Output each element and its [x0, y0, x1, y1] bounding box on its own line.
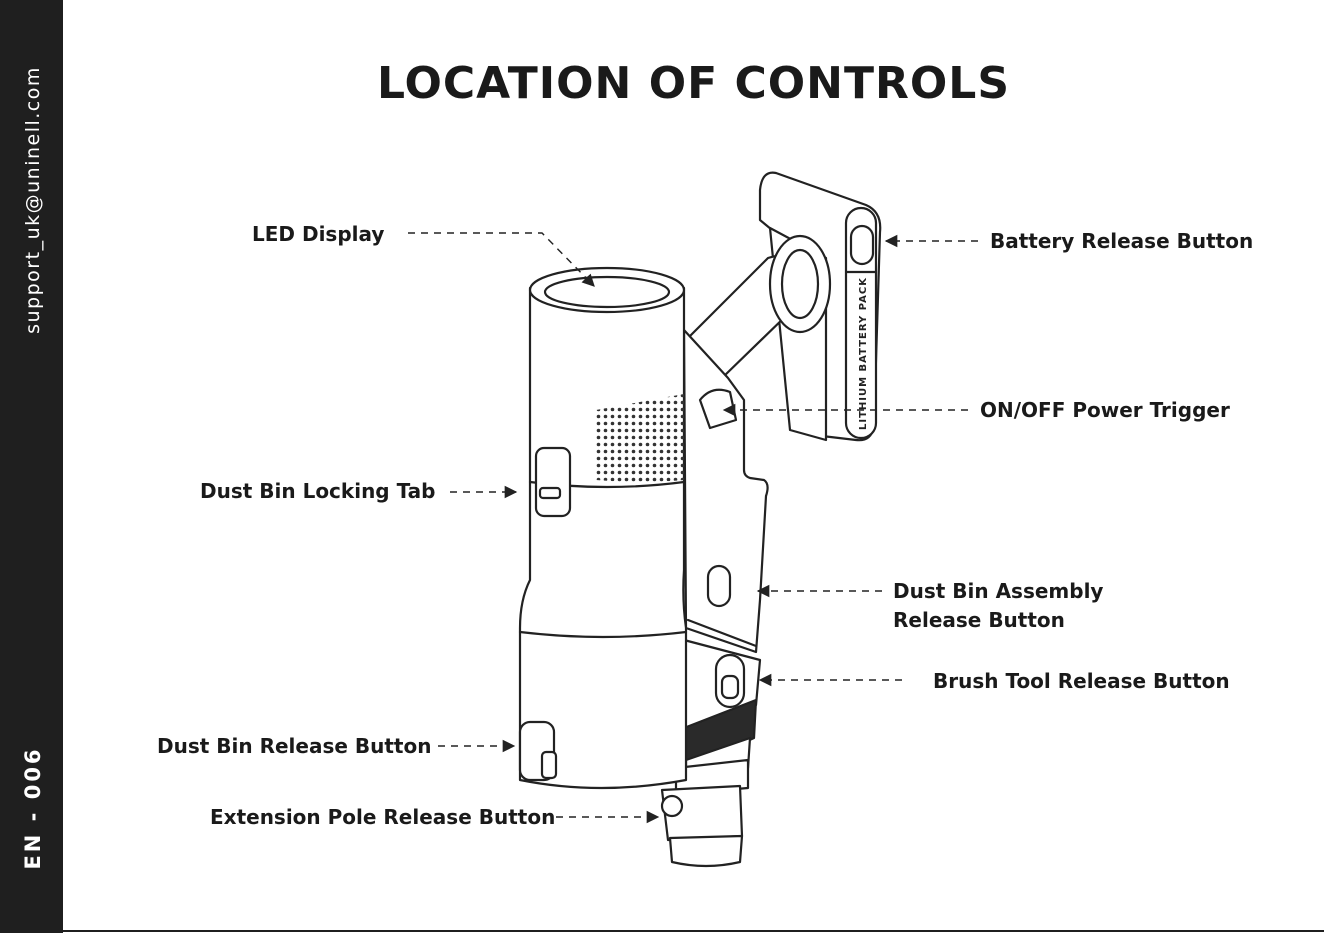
battery-release-icon — [851, 226, 873, 264]
extension-release-icon — [662, 796, 682, 816]
label-dust-bin-release-button: Dust Bin Release Button — [157, 732, 431, 761]
led-display-icon — [545, 277, 669, 307]
label-dust-bin-assembly-release-line1: Dust Bin Assembly — [893, 577, 1103, 606]
dust-bin — [520, 268, 686, 788]
label-brush-tool-release-button: Brush Tool Release Button — [933, 667, 1230, 696]
handle-body — [684, 330, 768, 652]
battery-pack-text: LITHIUM BATTERY PACK — [858, 277, 869, 430]
label-dust-bin-assembly-release-line2: Release Button — [893, 606, 1065, 635]
locking-tab-icon — [536, 448, 570, 516]
label-battery-release-button: Battery Release Button — [990, 227, 1253, 256]
label-on-off-power-trigger: ON/OFF Power Trigger — [980, 396, 1230, 425]
assembly-release-icon — [708, 566, 730, 606]
label-extension-pole-release-button: Extension Pole Release Button — [210, 803, 555, 832]
label-dust-bin-locking-tab: Dust Bin Locking Tab — [200, 477, 435, 506]
label-led-display: LED Display — [252, 220, 384, 249]
